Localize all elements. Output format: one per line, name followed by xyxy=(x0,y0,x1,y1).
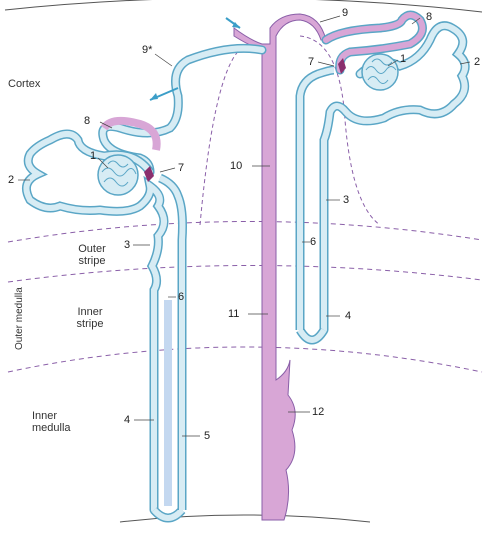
label-7-right: 7 xyxy=(308,56,314,68)
left-glomerulus xyxy=(98,155,138,195)
label-7-left: 7 xyxy=(178,162,184,174)
outer-inner-stripe-boundary xyxy=(8,265,482,282)
label-5: 5 xyxy=(204,430,210,442)
capsule-outline xyxy=(5,0,482,12)
label-1-left: 1 xyxy=(90,150,96,162)
label-10: 10 xyxy=(230,160,242,172)
label-8-left: 8 xyxy=(84,115,90,127)
label-11: 11 xyxy=(228,308,239,320)
medulla-boundary-line xyxy=(8,347,482,372)
label-leaders xyxy=(18,16,470,436)
label-4-left: 4 xyxy=(124,414,130,426)
medullary-ray-outline xyxy=(200,46,245,225)
label-2-right: 2 xyxy=(474,56,480,68)
label-12: 12 xyxy=(312,406,324,418)
label-8-right: 8 xyxy=(426,11,432,23)
label-4-right: 4 xyxy=(345,310,351,322)
label-9: 9 xyxy=(342,7,348,19)
label-3-left: 3 xyxy=(124,239,130,251)
outer-medulla-label: Outer medulla xyxy=(14,287,25,350)
label-2-left: 2 xyxy=(8,174,14,186)
outer-stripe-label: Outer stripe xyxy=(62,243,122,267)
inner-stripe-label: Inner stripe xyxy=(60,306,120,330)
cortex-label: Cortex xyxy=(8,78,40,90)
label-9-star: 9* xyxy=(142,44,152,56)
inner-medulla-label: Inner medulla xyxy=(32,410,71,434)
right-glomerulus xyxy=(362,54,398,90)
cortex-boundary-line xyxy=(8,221,482,242)
label-1-right: 1 xyxy=(400,53,406,65)
label-6-right: 6 xyxy=(310,236,316,248)
collecting-duct xyxy=(234,14,326,520)
label-6-left: 6 xyxy=(178,291,184,303)
label-3-right: 3 xyxy=(343,194,349,206)
left-nephron xyxy=(26,48,262,518)
